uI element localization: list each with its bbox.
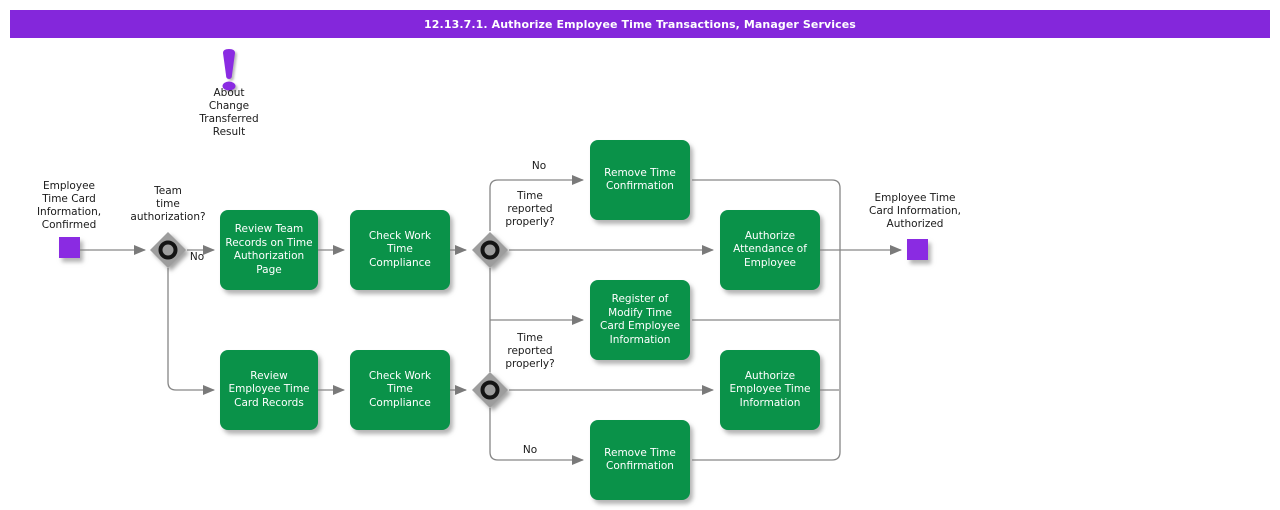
end-event-label: Employee Time Card Information, Authoriz… <box>868 192 962 230</box>
task-register-modify-time-card[interactable]: Register of Modify Time Card Employee In… <box>590 280 690 360</box>
task-review-employee-time-card[interactable]: Review Employee Time Card Records <box>220 350 318 430</box>
start-event <box>59 237 80 258</box>
edge-label-no-1: No <box>189 251 205 263</box>
decision-time-reported-bottom-label: Time reported properly? <box>505 332 555 370</box>
start-event-label: Employee Time Card Information, Confirme… <box>36 180 102 231</box>
task-check-work-time-compliance-bottom[interactable]: Check Work Time Compliance <box>350 350 450 430</box>
task-remove-time-confirmation-bottom[interactable]: Remove Time Confirmation <box>590 420 690 500</box>
decision-team-authorization-label: Team time authorization? <box>130 185 206 223</box>
task-authorize-employee-time[interactable]: Authorize Employee Time Information <box>720 350 820 430</box>
decision-time-reported-top-label: Time reported properly? <box>505 190 555 228</box>
edge-label-no-2: No <box>531 160 547 172</box>
title-bar: 12.13.7.1. Authorize Employee Time Trans… <box>10 10 1270 38</box>
exclamation-icon <box>222 49 236 91</box>
task-review-team-records[interactable]: Review Team Records on Time Authorizatio… <box>220 210 318 290</box>
edge-label-no-3: No <box>522 444 538 456</box>
task-check-work-time-compliance-top[interactable]: Check Work Time Compliance <box>350 210 450 290</box>
task-authorize-attendance[interactable]: Authorize Attendance of Employee <box>720 210 820 290</box>
decision-time-reported-bottom <box>468 368 512 412</box>
decision-time-reported-top <box>468 228 512 272</box>
about-change-annotation[interactable] <box>216 46 244 94</box>
end-event <box>907 239 928 260</box>
task-remove-time-confirmation-top[interactable]: Remove Time Confirmation <box>590 140 690 220</box>
annotation-label: About Change Transferred Result <box>199 87 259 138</box>
decision-team-authorization <box>146 228 190 272</box>
